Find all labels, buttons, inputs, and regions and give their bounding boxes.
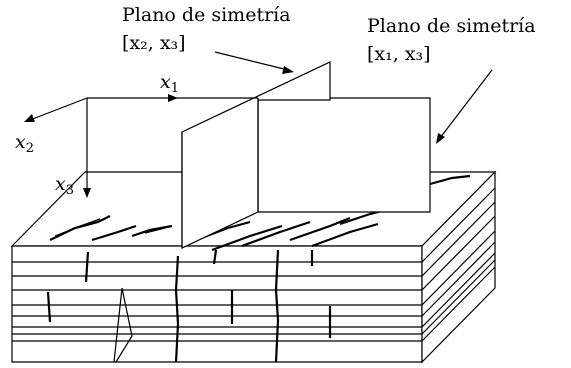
- coordinate-axes: [24, 94, 258, 198]
- leader-arrow-x1x3: [439, 69, 493, 139]
- front-fracture-traces: [46, 249, 332, 363]
- front-strata-lines: [12, 261, 422, 342]
- plane-x1x3-bracket: [x₁, x₃]: [367, 43, 431, 65]
- axis-x1-label: x1: [160, 71, 179, 96]
- side-strata-lines: [421, 187, 496, 342]
- axis-x2-line: [29, 97, 88, 121]
- plane-x2x3-bracket: [x₂, x₃]: [122, 32, 186, 54]
- plane-x2x3-title: Plano de simetría: [122, 4, 291, 26]
- axis-x2-label: x2: [15, 131, 34, 156]
- axis-x2-arrowhead: [24, 114, 35, 122]
- block-side-face: [421, 170, 496, 364]
- axis-x3-label: x3: [55, 173, 74, 198]
- symmetry-plane-x1x3: [257, 97, 431, 213]
- block-front-face: [11, 245, 423, 363]
- leader-arrow-x2x3: [214, 51, 289, 71]
- top-fracture-traces: [49, 174, 471, 252]
- leader-arrows: [214, 51, 493, 144]
- axis-x3-arrowhead: [83, 188, 91, 198]
- plane-x1x3-title: Plano de simetría: [367, 15, 536, 37]
- axis-x1-arrowhead: [168, 94, 178, 102]
